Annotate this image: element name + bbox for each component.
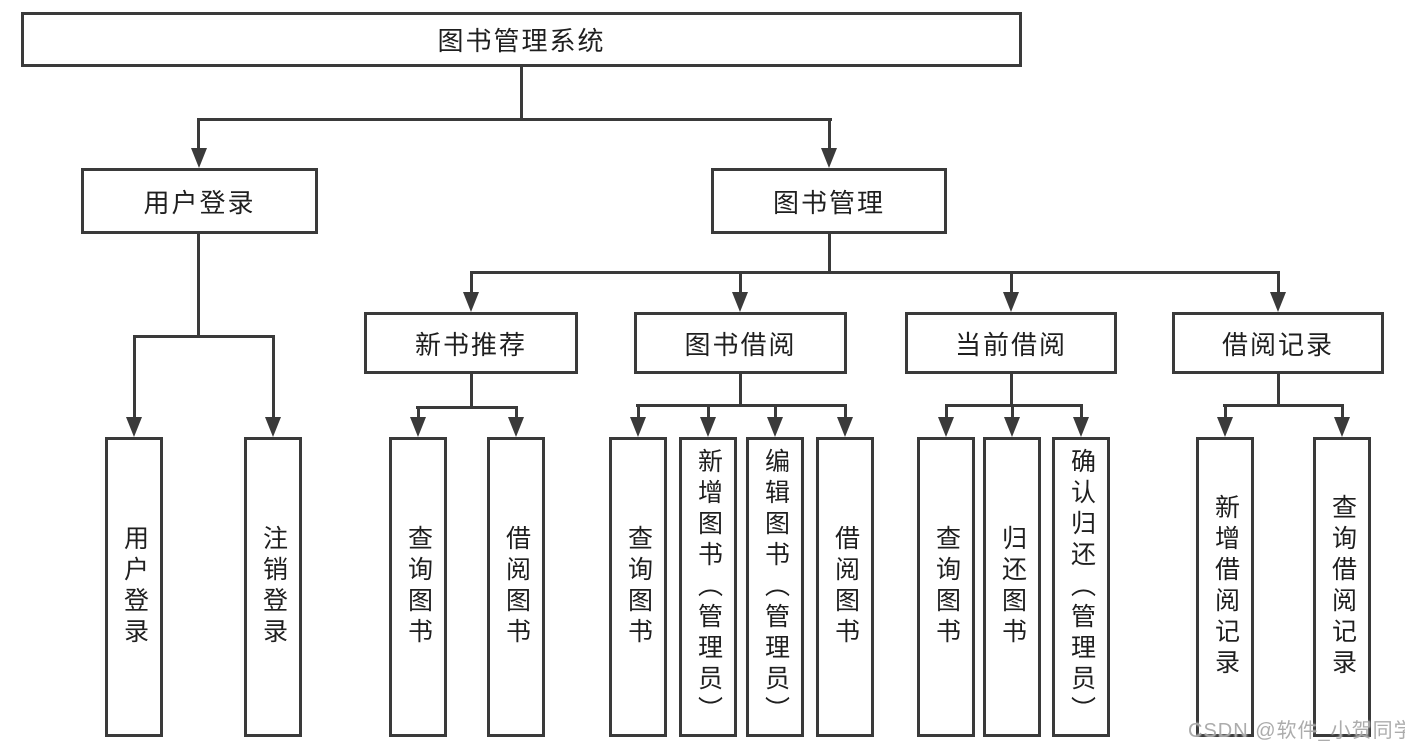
- connector-user-drop: [197, 120, 200, 150]
- leaf-add-book-admin: 新增图书（管理员）: [679, 437, 737, 737]
- arrowhead-g1c2: [508, 417, 524, 437]
- leaf-edit-book-admin-label: 编辑图书（管理员）: [761, 447, 790, 727]
- connector-book-stem: [828, 233, 831, 274]
- leaf-borrow-book-recommend: 借阅图书: [487, 437, 545, 737]
- leaf-return-book: 归还图书: [983, 437, 1041, 737]
- leaf-confirm-return-admin: 确认归还（管理员）: [1052, 437, 1110, 737]
- arrowhead-user-child1: [126, 417, 142, 437]
- connector-group4-stem: [1277, 373, 1280, 407]
- csdn-watermark: CSDN @软件_小贺同学: [1188, 720, 1405, 742]
- leaf-query-borrow-record: 查询借阅记录: [1313, 437, 1371, 737]
- arrowhead-g2c4: [837, 417, 853, 437]
- connector-g4c2-drop: [1341, 406, 1344, 419]
- connector-g3c1-drop: [945, 406, 948, 419]
- connector-g3c2-drop: [1011, 406, 1014, 419]
- node-new-book-recommend-label: 新书推荐: [414, 329, 527, 360]
- node-user-login-label: 用户登录: [143, 187, 256, 218]
- arrowhead-g2c2: [700, 417, 716, 437]
- connector-group1-stem: [470, 373, 473, 409]
- leaf-add-book-admin-label: 新增图书（管理员）: [694, 447, 723, 727]
- connector-g2c4-drop: [844, 406, 847, 419]
- node-borrow-record-label: 借阅记录: [1221, 329, 1334, 360]
- node-book-management-label: 图书管理: [772, 187, 885, 218]
- arrowhead-g1c1: [410, 417, 426, 437]
- connector-group3-stem: [1010, 373, 1013, 407]
- connector-group3-rail: [945, 404, 1083, 407]
- arrowhead-user: [191, 148, 207, 168]
- leaf-logout: 注销登录: [244, 437, 302, 737]
- connector-group4-drop: [1277, 273, 1280, 295]
- arrowhead-group1: [463, 292, 479, 312]
- connector-group2-stem: [739, 373, 742, 407]
- leaf-logout-label: 注销登录: [259, 525, 288, 649]
- node-user-login: 用户登录: [81, 168, 318, 234]
- connector-g1c2-drop: [515, 408, 518, 420]
- node-book-borrow: 图书借阅: [634, 312, 847, 374]
- connector-group4-rail: [1223, 404, 1344, 407]
- connector-g4c1-drop: [1224, 406, 1227, 419]
- connector-group2-rail: [636, 404, 847, 407]
- leaf-query-book-current: 查询图书: [917, 437, 975, 737]
- connector-g1c1-drop: [417, 408, 420, 420]
- arrowhead-group2: [732, 292, 748, 312]
- leaf-query-book-current-label: 查询图书: [932, 525, 961, 649]
- node-book-management: 图书管理: [711, 168, 947, 234]
- connector-group1-drop: [470, 273, 473, 295]
- leaf-borrow-book: 借阅图书: [816, 437, 874, 737]
- node-new-book-recommend: 新书推荐: [364, 312, 578, 374]
- arrowhead-g3c3: [1073, 417, 1089, 437]
- leaf-query-book-borrow-label: 查询图书: [624, 525, 653, 649]
- connector-root-rail: [197, 118, 832, 121]
- leaf-borrow-book-recommend-label: 借阅图书: [502, 525, 531, 649]
- connector-group3-drop: [1010, 273, 1013, 295]
- connector-g2c1-drop: [637, 406, 640, 419]
- node-current-borrow: 当前借阅: [905, 312, 1117, 374]
- leaf-user-login-label: 用户登录: [120, 525, 149, 649]
- connector-user-stem: [197, 233, 200, 337]
- node-book-borrow-label: 图书借阅: [684, 329, 797, 360]
- arrowhead-g3c2: [1004, 417, 1020, 437]
- leaf-return-book-label: 归还图书: [998, 525, 1027, 649]
- leaf-confirm-return-admin-label: 确认归还（管理员）: [1067, 447, 1096, 727]
- arrowhead-book: [821, 148, 837, 168]
- leaf-add-borrow-record: 新增借阅记录: [1196, 437, 1254, 737]
- leaf-borrow-book-label: 借阅图书: [831, 525, 860, 649]
- leaf-query-borrow-record-label: 查询借阅记录: [1328, 494, 1357, 680]
- node-root-label: 图书管理系统: [437, 26, 606, 56]
- connector-g2c3-drop: [774, 406, 777, 419]
- node-borrow-record: 借阅记录: [1172, 312, 1384, 374]
- arrowhead-user-child2: [265, 417, 281, 437]
- arrowhead-g2c3: [767, 417, 783, 437]
- arrowhead-group3: [1003, 292, 1019, 312]
- leaf-query-book-recommend: 查询图书: [389, 437, 447, 737]
- arrowhead-g4c2: [1334, 417, 1350, 437]
- leaf-edit-book-admin: 编辑图书（管理员）: [746, 437, 804, 737]
- arrowhead-g3c1: [938, 417, 954, 437]
- connector-group1-rail: [416, 406, 518, 409]
- connector-book-rail: [470, 271, 1280, 274]
- leaf-query-book-recommend-label: 查询图书: [404, 525, 433, 649]
- connector-root-stem: [520, 66, 523, 121]
- node-root: 图书管理系统: [21, 12, 1022, 67]
- arrowhead-g2c1: [630, 417, 646, 437]
- connector-user-rail: [133, 335, 275, 338]
- node-current-borrow-label: 当前借阅: [954, 329, 1067, 360]
- leaf-add-borrow-record-label: 新增借阅记录: [1211, 494, 1240, 680]
- connector-book-drop: [828, 120, 831, 150]
- connector-user-child2-drop: [272, 337, 275, 419]
- connector-group2-drop: [739, 273, 742, 295]
- arrowhead-g4c1: [1217, 417, 1233, 437]
- arrowhead-group4: [1270, 292, 1286, 312]
- connector-user-child1-drop: [133, 337, 136, 419]
- leaf-query-book-borrow: 查询图书: [609, 437, 667, 737]
- connector-g2c2-drop: [707, 406, 710, 419]
- connector-g3c3-drop: [1080, 406, 1083, 419]
- leaf-user-login: 用户登录: [105, 437, 163, 737]
